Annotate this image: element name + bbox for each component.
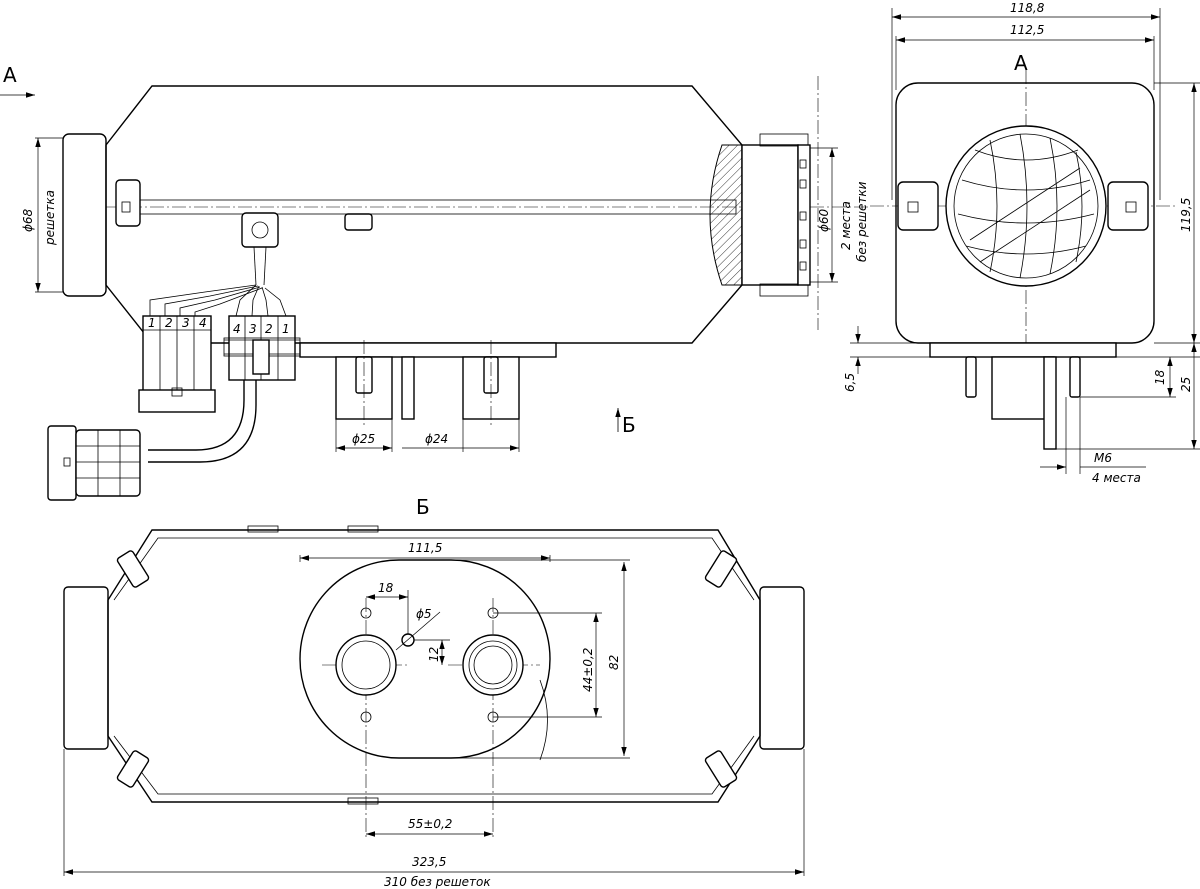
outlet-note-2: без решетки: [855, 181, 869, 262]
length-note-label: 310 без решеток: [384, 875, 491, 889]
view-b-label: Б: [416, 495, 430, 519]
pin-label-l4: 4: [199, 316, 207, 330]
break-line: [539, 679, 548, 761]
plate-height-label: 82: [607, 655, 621, 670]
outlet-flange: [741, 144, 799, 286]
power-plug: [47, 425, 141, 501]
width-body-label: 112,5: [1010, 23, 1044, 37]
left-clip: [115, 179, 141, 227]
side-view: А ϕ68 решетка: [0, 63, 870, 501]
thread-note-label: 4 места: [1092, 471, 1141, 485]
base-thickness-label: 6,5: [843, 373, 857, 392]
end-right-clip: [1107, 181, 1149, 231]
hole-dia-label: ϕ5: [416, 607, 432, 621]
connector-left: 1 2 3 4: [138, 315, 216, 413]
outlet-section-hatch: [709, 144, 743, 286]
pin-label-l2: 2: [165, 316, 173, 330]
inlet-grille-mesh: [957, 133, 1095, 279]
length-overall-label: 323,5: [412, 855, 446, 869]
pin-label-l1: 1: [148, 316, 156, 330]
inlet-grille-outer: [945, 125, 1107, 287]
view-a-label: А: [1014, 51, 1028, 75]
thread-label: M6: [1094, 451, 1112, 465]
pin-label-r4: 4: [233, 322, 241, 336]
bottom-height-label: 25: [1179, 377, 1193, 392]
width-overall-label: 118,8: [1010, 1, 1045, 15]
connector-right: 4 3 2 1: [223, 315, 301, 381]
height-overall-label: 119,5: [1179, 198, 1193, 232]
bottom-body-outline: [107, 529, 761, 803]
intake-filter-cap: [62, 133, 107, 297]
pipe-dia-25-label: ϕ25: [352, 432, 375, 446]
stud-spacing-v-label: 44±0,2: [581, 648, 595, 692]
outlet-note-1: 2 места: [839, 201, 853, 250]
pin-label-l3: 3: [182, 316, 190, 330]
exhaust-port-circle: [335, 634, 397, 696]
fuel-pipe: [401, 356, 415, 420]
glow-plug-stub: [344, 213, 373, 231]
view-b-arrow-label: Б: [622, 413, 636, 437]
bottom-right-filter: [759, 586, 805, 750]
bottom-view-b: Б 111,5 18 ϕ5: [63, 495, 805, 889]
pin-label-r3: 3: [249, 322, 257, 336]
outlet-dia-label: ϕ60: [817, 208, 831, 232]
connector-left-latch: [138, 389, 216, 413]
end-view-a: А 118,8 112,5: [843, 1, 1200, 485]
pin-label-r2: 2: [265, 322, 273, 336]
plate-width-label: 111,5: [408, 541, 442, 555]
end-base-plate: [929, 342, 1117, 358]
pipe-dia-24-label: ϕ24: [425, 432, 448, 446]
heater-body-outline: [105, 85, 743, 344]
stud-spacing-h-label: 55±0,2: [408, 817, 452, 831]
bottom-left-filter: [63, 586, 109, 750]
pin-label-r1: 1: [282, 322, 290, 336]
view-a-arrow-label: А: [3, 63, 17, 87]
wire-hanger: [241, 212, 279, 248]
power-cable: [148, 380, 257, 463]
filter-dia-label: ϕ68: [21, 208, 35, 232]
filter-note-label: решетка: [43, 190, 57, 246]
hole-offset-label: 18: [378, 581, 394, 595]
stud-length-label: 18: [1153, 369, 1167, 385]
mounting-base-plate: [299, 342, 557, 358]
hole-drop-label: 12: [427, 647, 441, 662]
intake-port-circle: [462, 634, 524, 696]
